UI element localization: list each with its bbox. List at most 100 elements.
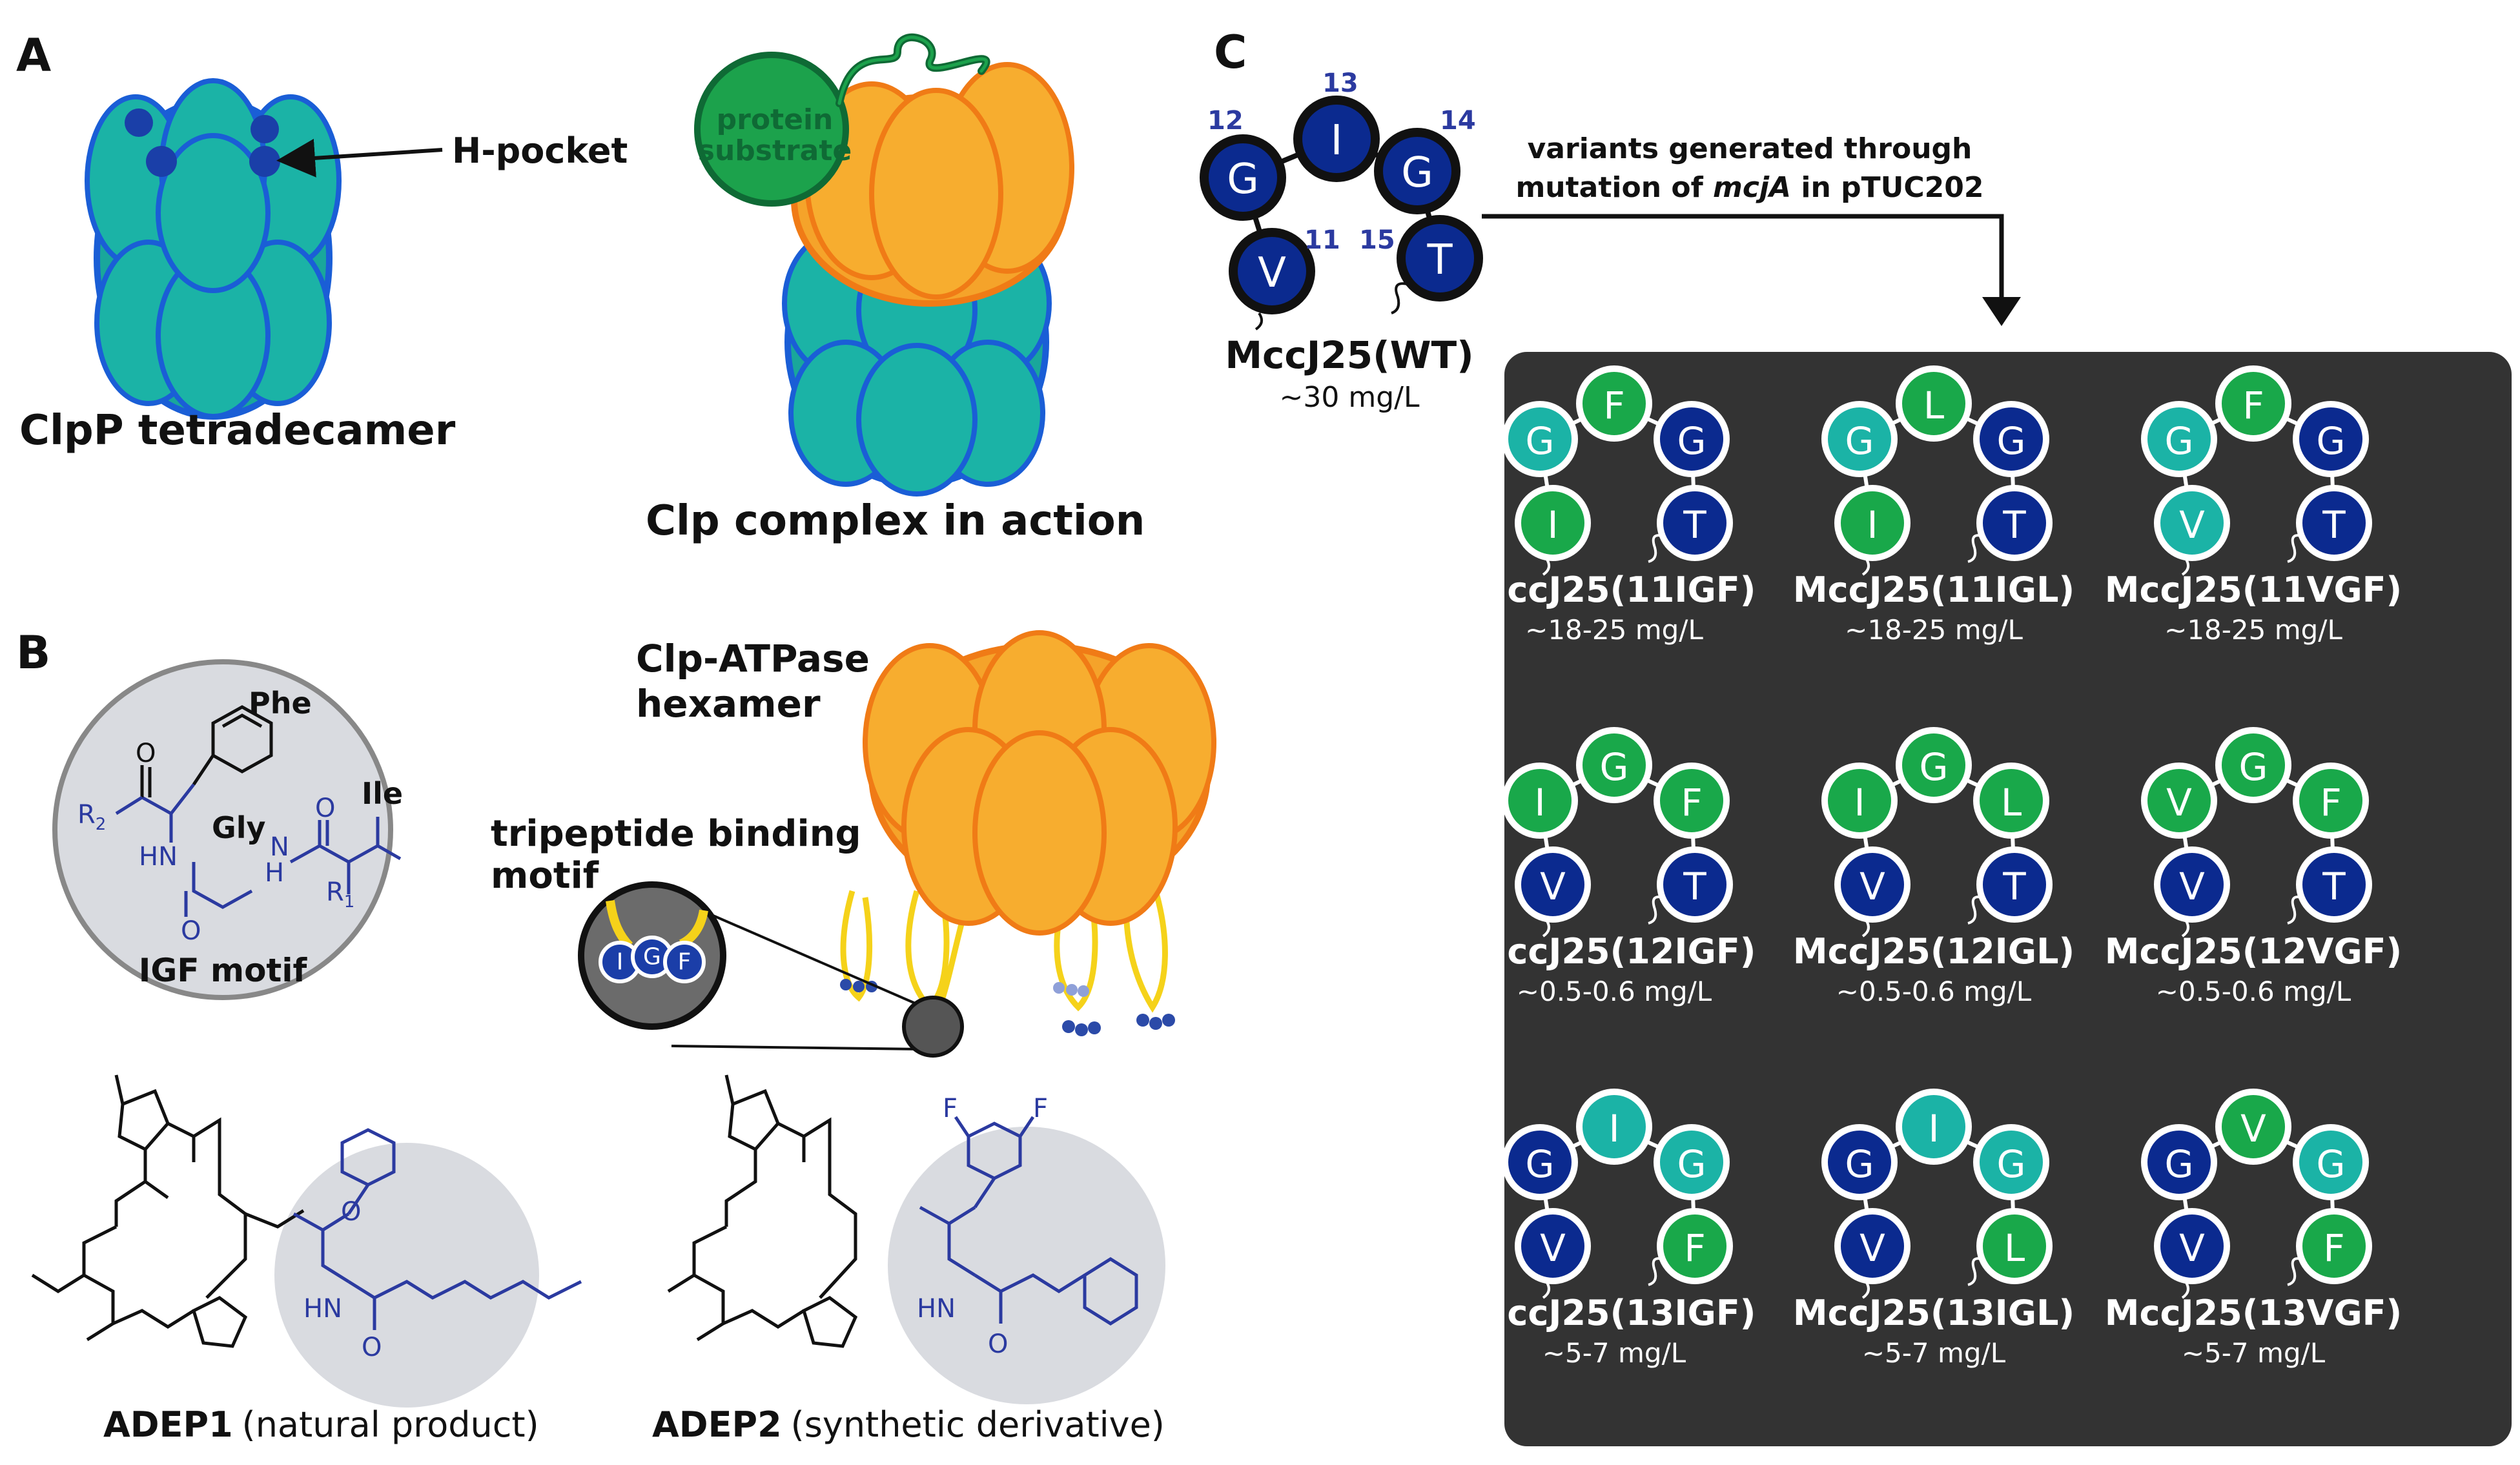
adep2-fluorine-left: F [943, 1094, 958, 1123]
variant-yield: ~0.5-0.6 mg/L [2156, 976, 2351, 1007]
variant-residue-label: G [1845, 1142, 1874, 1186]
adep2-structure [667, 1074, 858, 1348]
adep2-caption: ADEP2(synthetic derivative) [652, 1404, 1165, 1445]
arrow-text-line2: mutation of mcjA in pTUC202 [1515, 171, 1983, 204]
variant-residue [2154, 1208, 2230, 1284]
variant-residue [2215, 727, 2291, 803]
variant-residue [2293, 1124, 2369, 1200]
clp-complex-label: Clp complex in action [646, 497, 1145, 545]
variant-residue-label: L [1923, 384, 1944, 427]
variant-residue-label: T [2322, 865, 2346, 908]
variant-residue-label: G [1845, 419, 1874, 463]
variant-residue-label: V [1859, 865, 1885, 908]
nh-label: N [270, 832, 289, 862]
variant-residue-label: G [1677, 419, 1706, 463]
panel-c-letter: C [1214, 26, 1247, 79]
clpp-label: ClpP tetradecamer [19, 407, 456, 455]
variant-yield: ~5-7 mg/L [1862, 1337, 2006, 1369]
variant-residue-label: F [2242, 384, 2264, 427]
variant-residue [1657, 846, 1733, 923]
variant-residue [2296, 485, 2372, 561]
wt-residue-label-11: V [1258, 249, 1286, 297]
variant-residue [1976, 485, 2053, 561]
tripeptide-line2: motif [491, 855, 599, 897]
variant-residue-label: V [2179, 865, 2205, 908]
variant-residue [1576, 727, 1652, 803]
variant-residue-label: F [1603, 384, 1624, 427]
variant-residue [1657, 485, 1733, 561]
wt-number-12: 12 [1207, 106, 1244, 136]
variant-residue-label: T [2002, 503, 2026, 547]
variant-residue-label: G [2165, 1142, 2194, 1186]
variant-residue-label: I [1928, 1107, 1939, 1151]
variant-residue [2215, 365, 2291, 442]
variant-residue [2141, 1124, 2217, 1200]
variant-residue [1515, 1208, 1591, 1284]
variant-residue [1821, 1124, 1898, 1200]
variant-residue-label: G [2317, 419, 2346, 463]
zoom-line-bottom [671, 1045, 924, 1050]
carbonyl-o-1: O [136, 739, 156, 768]
wt-number-14: 14 [1440, 106, 1476, 136]
variant-residue-label: T [2002, 865, 2026, 908]
variant-residue-label: I [1608, 1107, 1619, 1151]
variant-residue [1973, 1124, 2049, 1200]
variant-residue-label: G [1600, 745, 1629, 789]
adep1-caption: ADEP1(natural product) [103, 1404, 539, 1445]
phe-label: Phe [249, 686, 312, 721]
variant-name: MccJ25(12IGL) [1793, 931, 2074, 972]
variant-residue-label: G [1997, 1142, 2026, 1186]
variant-residue-label: I [1867, 503, 1878, 547]
wt-residue-label-15: T [1426, 236, 1453, 284]
variant-residue [1576, 365, 1652, 442]
variant-residue-label: T [1683, 503, 1706, 547]
variant-residue-label: T [1683, 865, 1706, 908]
variant-yield: ~0.5-0.6 mg/L [1517, 976, 1712, 1007]
wt-residue-g12 [1200, 134, 1286, 221]
variant-residue [1657, 1208, 1733, 1284]
adep2-o: O [988, 1329, 1008, 1359]
variant-name: MccJ25(13IGL) [1793, 1293, 2074, 1333]
wt-yield: ~30 mg/L [1280, 381, 1420, 414]
r2-label: R2 [77, 800, 106, 834]
adep1-highlight [274, 1143, 539, 1408]
variant-residue-label: V [2179, 1226, 2205, 1270]
ile-label: Ile [362, 776, 403, 811]
variant-residue [1834, 846, 1910, 923]
variant-residue [1973, 763, 2049, 839]
hexamer-line2: hexamer [636, 682, 821, 726]
variant-name: MccJ25(11VGF) [2105, 569, 2402, 610]
variant-yield: ~0.5-0.6 mg/L [1836, 976, 2032, 1007]
hexamer-line1: Clp-ATPase [636, 637, 870, 681]
gly-label: Gly [212, 810, 266, 845]
variant-residue [2215, 1089, 2291, 1165]
variant-residue-label: I [1854, 781, 1865, 825]
wt-number-11: 11 [1304, 225, 1340, 255]
wt-residue-label-14: G [1401, 149, 1433, 197]
h-pocket-label: H-pocket [452, 130, 628, 171]
protein-substrate-line2: substrate [698, 134, 852, 167]
variant-residue-label: V [2179, 503, 2205, 547]
motif-residue-f: F [678, 949, 691, 976]
wt-name: MccJ25(WT) [1225, 333, 1473, 377]
variant-residue-label: F [2323, 1226, 2344, 1270]
carbonyl-o-3: O [315, 794, 335, 823]
variant-residue-label: I [1534, 781, 1545, 825]
variant-residue-label: L [2004, 1226, 2025, 1270]
wt-residue-t15 [1397, 215, 1483, 302]
variant-name: MccJ25(13IGF) [1473, 1293, 1756, 1333]
variant-residue [1576, 1089, 1652, 1165]
variant-residue [1654, 401, 1730, 477]
clpp-tetradecamer [85, 78, 342, 420]
variant-yield: ~5-7 mg/L [2182, 1337, 2326, 1369]
variant-yield: ~18-25 mg/L [2164, 614, 2342, 646]
variant-residue [1515, 846, 1591, 923]
igf-structure [115, 705, 402, 917]
adep2-fluorine-right: F [1033, 1094, 1048, 1123]
